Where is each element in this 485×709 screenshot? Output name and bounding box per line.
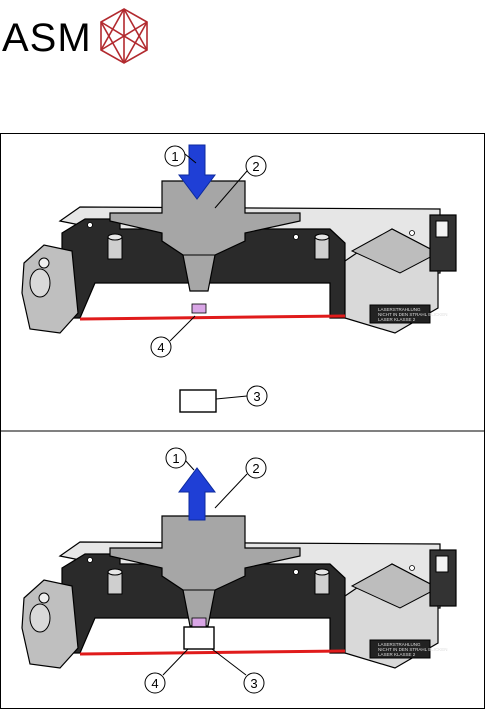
bottom-callout-1: 1 xyxy=(172,451,179,466)
bottom-callout-2: 2 xyxy=(252,461,259,476)
top-callout-3: 3 xyxy=(253,389,260,404)
bottom-laser-beam xyxy=(80,651,345,654)
bottom-nozzle-component xyxy=(192,618,206,627)
bottom-panel: 1 2 3 4 LASERSTRAHLUNG NICHT IN DEN STRA… xyxy=(22,448,456,693)
bottom-label-plate-line-3: LASER KLASSE 2 xyxy=(378,652,416,657)
top-callout-1: 1 xyxy=(171,149,178,164)
bottom-callout-4: 4 xyxy=(151,676,158,691)
bottom-picked-component xyxy=(184,627,214,649)
bottom-up-arrow-icon xyxy=(179,468,215,520)
brand-logo-text: ASM xyxy=(2,16,92,61)
top-callout-4: 4 xyxy=(157,340,164,355)
top-panel: 1 2 3 4 LASERSTRAHLUNG NICHT IN DEN STRA… xyxy=(22,145,456,412)
top-laser-beam xyxy=(80,316,345,319)
diagram-frame: 1 2 3 4 LASERSTRAHLUNG NICHT IN DEN STRA… xyxy=(0,133,485,709)
top-nozzle-component xyxy=(192,304,206,313)
top-floor-component xyxy=(180,390,216,412)
bottom-callout-3: 3 xyxy=(250,676,257,691)
top-callout-2: 2 xyxy=(252,159,259,174)
brand-logo-icon xyxy=(94,6,154,66)
top-label-plate-line-3: LASER KLASSE 2 xyxy=(378,317,416,322)
